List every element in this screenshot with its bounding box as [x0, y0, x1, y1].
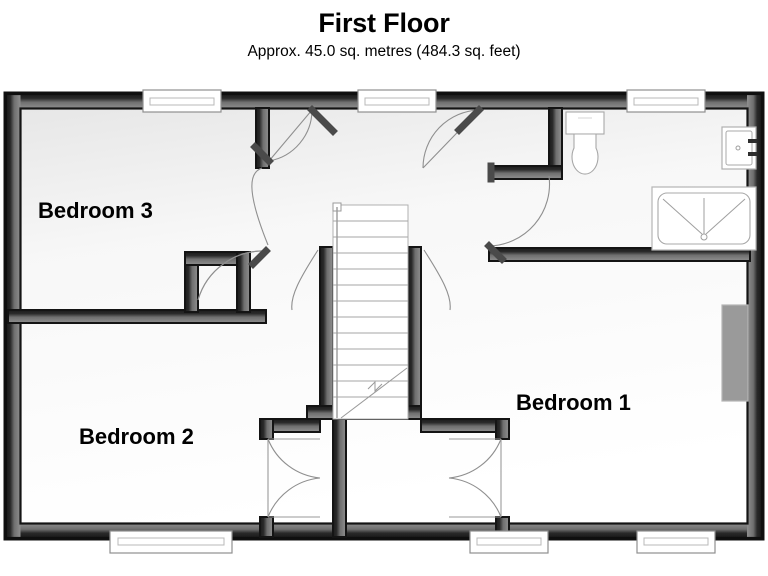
window-bottom-middle	[469, 530, 549, 554]
door-landing-right	[484, 175, 551, 264]
built-in-cupboard	[721, 304, 749, 402]
toilet-icon	[565, 111, 605, 175]
plan-header: First Floor Approx. 45.0 sq. metres (484…	[0, 0, 768, 61]
door-landing-upper-left	[250, 105, 338, 166]
door-bedroom-3-arc-upper	[251, 167, 269, 246]
area-subtitle: Approx. 45.0 sq. metres (484.3 sq. feet)	[247, 43, 521, 60]
room-label-bedroom-2: Bedroom 2	[79, 424, 194, 449]
door-bathroom	[422, 105, 495, 183]
room-label-bedroom-3: Bedroom 3	[38, 198, 153, 223]
window-top-middle	[357, 89, 437, 113]
door-bedroom-1	[448, 438, 502, 518]
window-top-right	[626, 89, 706, 113]
window-top-left	[142, 89, 222, 113]
page-title: First Floor	[318, 8, 450, 38]
doors	[197, 105, 551, 518]
basin-icon	[721, 126, 757, 170]
shower-tray-icon	[651, 186, 757, 251]
door-bedroom-3	[197, 246, 271, 301]
windows	[109, 89, 716, 554]
window-bottom-right	[636, 530, 716, 554]
stair-treads	[333, 220, 408, 398]
window-bottom-left	[109, 530, 233, 554]
room-label-bedroom-1: Bedroom 1	[516, 390, 631, 415]
stair-opening-arcs	[291, 249, 451, 311]
staircase	[332, 202, 409, 420]
door-bedroom-2	[267, 438, 321, 518]
bathroom-fixtures	[565, 111, 757, 251]
